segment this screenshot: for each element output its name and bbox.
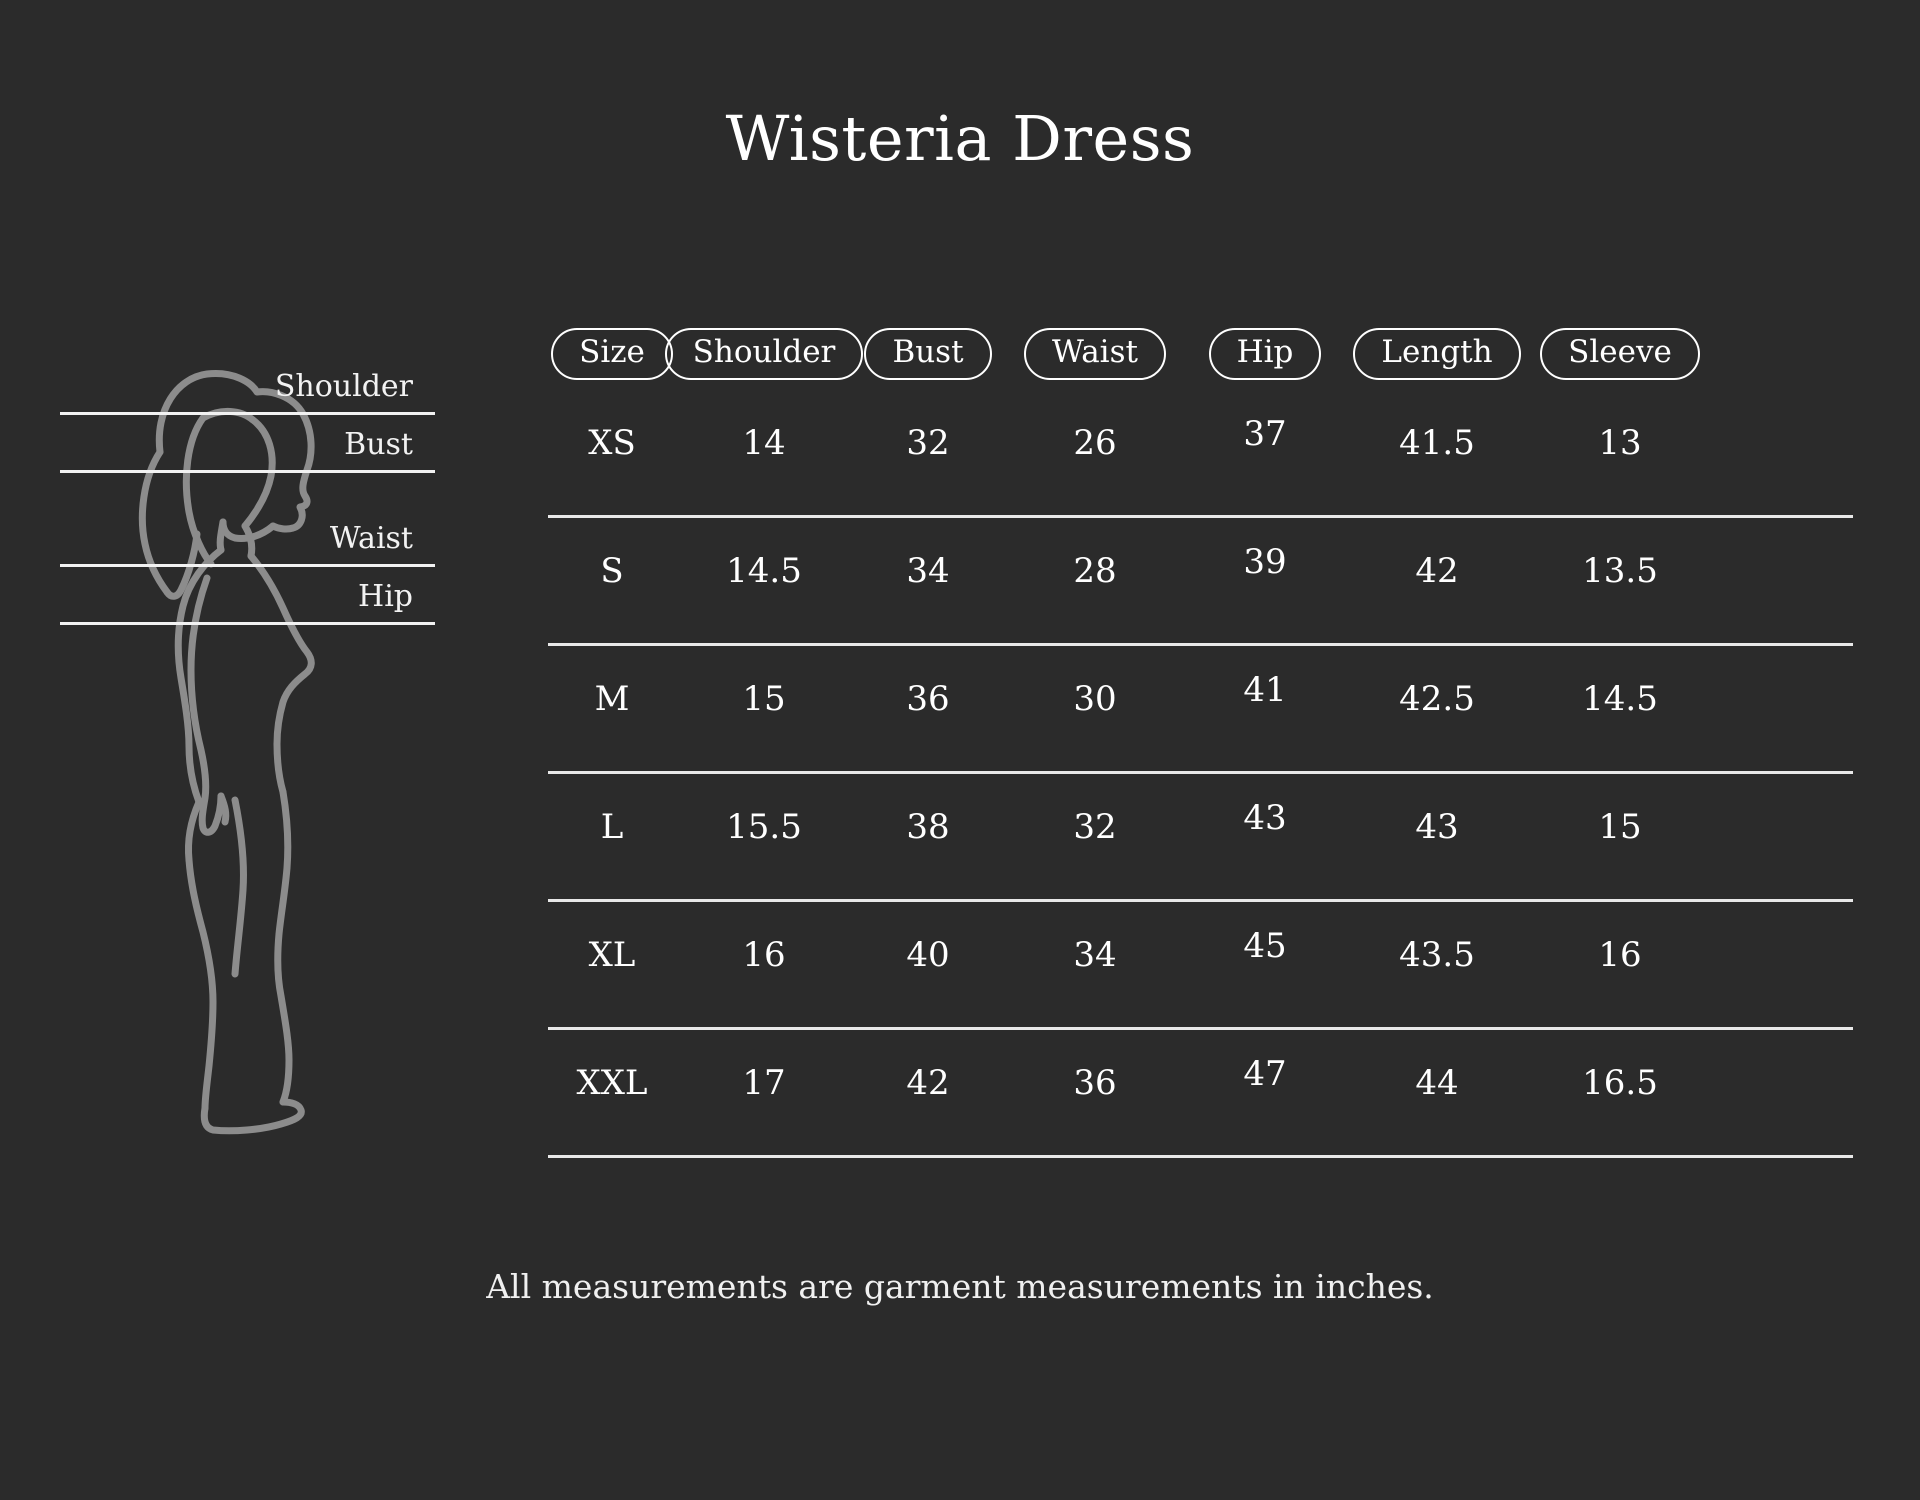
cell-bust: 40	[906, 935, 950, 975]
cell-bust: 34	[906, 551, 950, 591]
table-row: XS 14 32 26 37 41.5 13	[548, 390, 1853, 518]
cell-waist: 32	[1073, 807, 1117, 847]
cell-sleeve: 14.5	[1582, 679, 1658, 719]
cell-length: 43.5	[1399, 935, 1475, 975]
cell-shoulder: 14.5	[726, 551, 802, 591]
cell-shoulder: 17	[742, 1063, 786, 1103]
diagram-line-waist	[60, 564, 435, 567]
cell-shoulder: 16	[742, 935, 786, 975]
cell-bust: 32	[906, 423, 950, 463]
header-pill-shoulder: Shoulder	[664, 328, 864, 380]
page-title: Wisteria Dress	[725, 102, 1195, 175]
header-cell-waist: Waist	[1004, 328, 1186, 380]
cell-sleeve: 13	[1598, 423, 1642, 463]
cell-hip: 47	[1243, 1054, 1287, 1094]
cell-size: XL	[588, 935, 636, 975]
cell-hip: 45	[1243, 926, 1287, 966]
header-cell-size: Size	[548, 328, 676, 380]
cell-shoulder: 15	[742, 679, 786, 719]
cell-hip: 41	[1243, 670, 1287, 710]
cell-bust: 38	[906, 807, 950, 847]
cell-waist: 34	[1073, 935, 1117, 975]
header-pill-bust: Bust	[864, 328, 992, 380]
table-row: XXL 17 42 36 47 44 16.5	[548, 1030, 1853, 1158]
header-cell-sleeve: Sleeve	[1530, 328, 1710, 380]
cell-waist: 30	[1073, 679, 1117, 719]
cell-bust: 42	[906, 1063, 950, 1103]
cell-bust: 36	[906, 679, 950, 719]
cell-hip: 39	[1243, 542, 1287, 582]
cell-waist: 26	[1073, 423, 1117, 463]
header-pill-waist: Waist	[1024, 328, 1166, 380]
measurements-footnote: All measurements are garment measurement…	[486, 1267, 1434, 1306]
table-row: S 14.5 34 28 39 42 13.5	[548, 518, 1853, 646]
header-pill-length: Length	[1353, 328, 1521, 380]
cell-shoulder: 15.5	[726, 807, 802, 847]
header-pill-hip: Hip	[1208, 328, 1322, 380]
diagram-line-bust	[60, 470, 435, 473]
diagram-label-hip: Hip	[358, 579, 413, 614]
diagram-label-waist: Waist	[329, 521, 413, 556]
cell-shoulder: 14	[742, 423, 786, 463]
header-cell-shoulder: Shoulder	[664, 328, 864, 380]
diagram-line-hip	[60, 622, 435, 625]
cell-sleeve: 16.5	[1582, 1063, 1658, 1103]
cell-size: XXL	[576, 1063, 648, 1103]
diagram-line-shoulder	[60, 412, 435, 415]
header-cell-bust: Bust	[852, 328, 1004, 380]
table-header-row: Size Shoulder Bust Waist Hip Length Slee…	[548, 318, 1853, 390]
diagram-label-bust: Bust	[344, 427, 413, 462]
cell-sleeve: 13.5	[1582, 551, 1658, 591]
cell-waist: 36	[1073, 1063, 1117, 1103]
cell-waist: 28	[1073, 551, 1117, 591]
cell-size: XS	[588, 423, 636, 463]
cell-length: 43	[1415, 807, 1459, 847]
cell-length: 41.5	[1399, 423, 1475, 463]
cell-sleeve: 15	[1598, 807, 1642, 847]
cell-size: M	[594, 679, 630, 719]
cell-length: 42	[1415, 551, 1459, 591]
cell-length: 42.5	[1399, 679, 1475, 719]
cell-hip: 37	[1243, 414, 1287, 454]
size-chart-table: Size Shoulder Bust Waist Hip Length Slee…	[548, 318, 1853, 1158]
cell-hip: 43	[1243, 798, 1287, 838]
cell-length: 44	[1415, 1063, 1459, 1103]
table-row: M 15 36 30 41 42.5 14.5	[548, 646, 1853, 774]
female-body-silhouette-icon	[138, 370, 315, 1135]
header-pill-size: Size	[551, 328, 673, 380]
cell-size: L	[600, 807, 624, 847]
diagram-label-shoulder: Shoulder	[274, 369, 413, 404]
measurement-diagram: Shoulder Bust Waist Hip	[55, 330, 445, 1160]
table-row: L 15.5 38 32 43 43 15	[548, 774, 1853, 902]
header-cell-length: Length	[1344, 328, 1530, 380]
cell-size: S	[600, 551, 624, 591]
cell-sleeve: 16	[1598, 935, 1642, 975]
table-row: XL 16 40 34 45 43.5 16	[548, 902, 1853, 1030]
header-cell-hip: Hip	[1186, 328, 1344, 380]
header-pill-sleeve: Sleeve	[1540, 328, 1700, 380]
